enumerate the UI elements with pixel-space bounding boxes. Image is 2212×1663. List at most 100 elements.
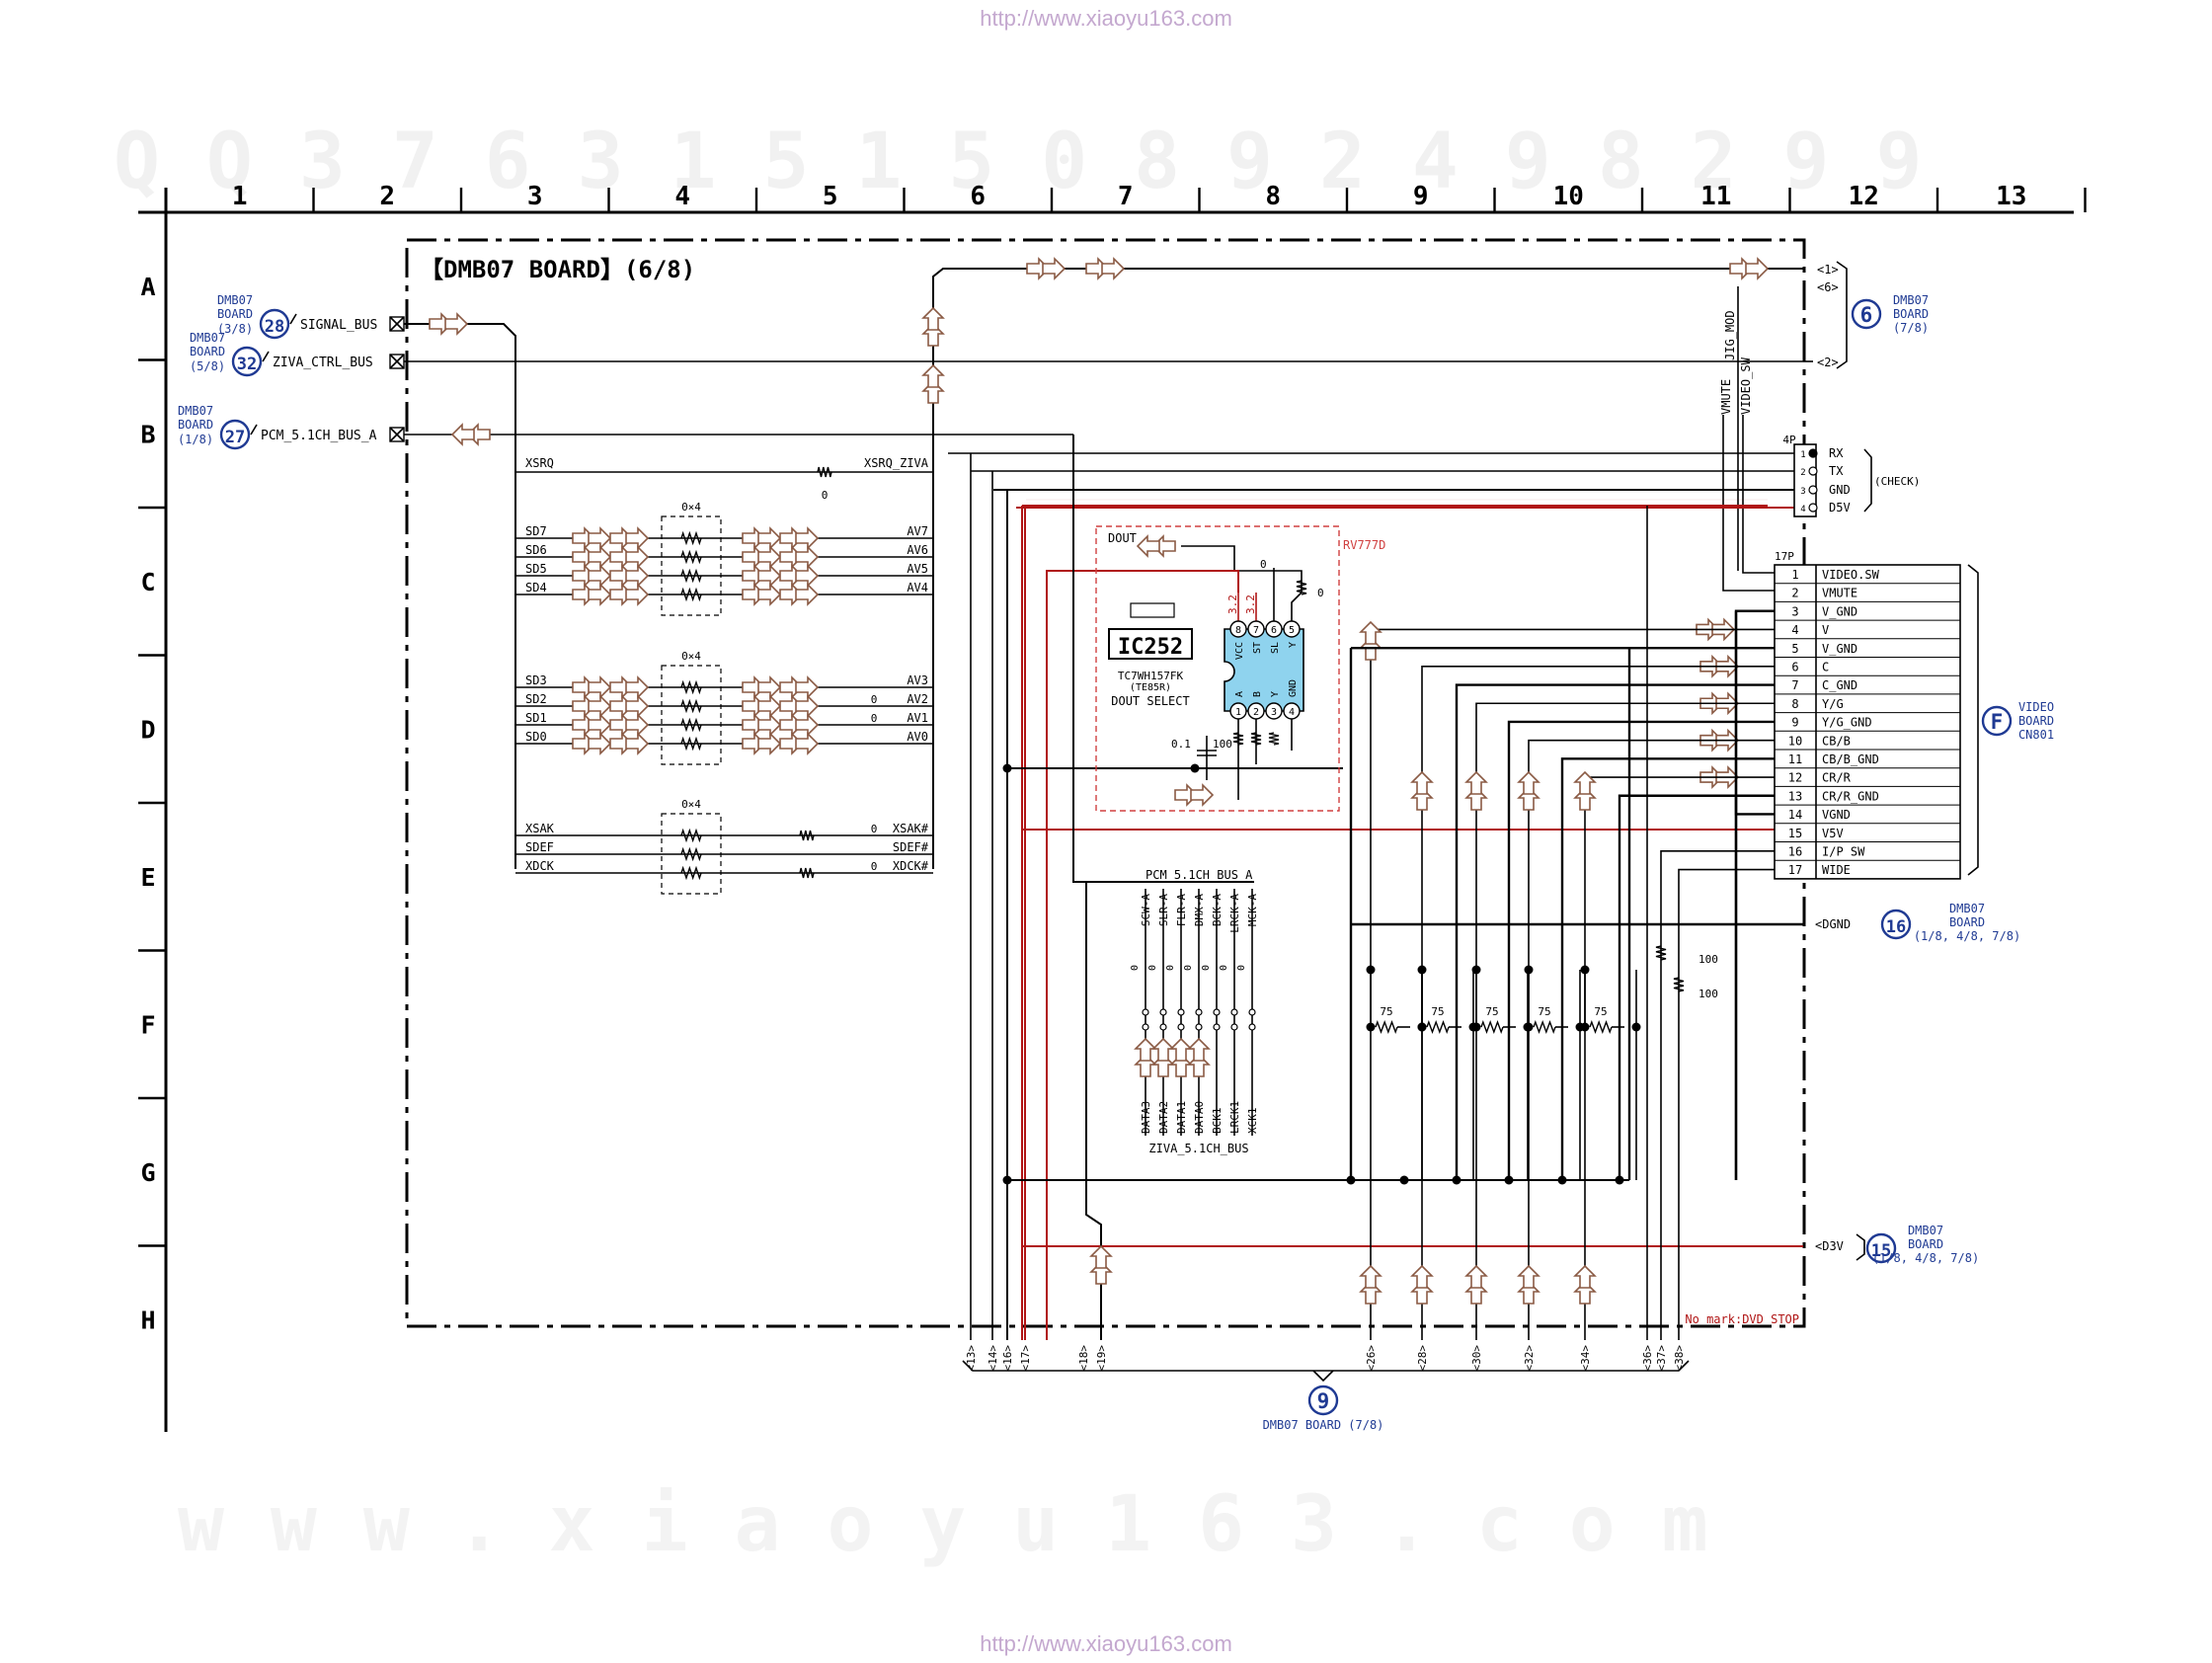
brace xyxy=(262,351,270,362)
resistor xyxy=(1589,1019,1613,1035)
resistor-value: 100 xyxy=(1698,953,1718,966)
bus-arrow xyxy=(572,713,612,737)
pcm-pad xyxy=(1230,1023,1238,1031)
bus-arrow xyxy=(1359,620,1382,661)
ziva-signal-label: DATA2 xyxy=(1157,1101,1170,1134)
pcm-pad xyxy=(1159,1023,1167,1031)
gnd-return xyxy=(1560,757,1775,1180)
signal-label: AV6 xyxy=(907,543,928,557)
ic-pin xyxy=(1229,620,1247,638)
bus-arrow-head xyxy=(625,564,650,588)
connector-board-label: DMB07 xyxy=(1949,902,1985,915)
ic-pin-name: Y xyxy=(1270,691,1281,697)
signal-label: AV4 xyxy=(907,581,928,594)
signal-label: XDCK# xyxy=(893,859,929,873)
connector-board-label: BOARD xyxy=(217,307,253,321)
pcm-pad xyxy=(1213,1023,1221,1031)
junction-dot xyxy=(1524,1022,1534,1032)
bus-arrow xyxy=(609,675,650,699)
signal-label: SDEF# xyxy=(893,840,929,854)
connector-board-label: BOARD xyxy=(1908,1237,1943,1251)
bus-arrow xyxy=(1169,1037,1193,1077)
connector-page-label: (7/8) xyxy=(1893,321,1929,335)
cn801-pin-name: Y/G_GND xyxy=(1822,716,1872,730)
row-label: D xyxy=(140,715,155,744)
resistor xyxy=(1232,732,1244,746)
bus-arrow-head xyxy=(757,713,782,737)
bus-arrow xyxy=(1026,257,1066,280)
pcm-pad xyxy=(1177,1008,1185,1016)
row-label: E xyxy=(140,863,155,892)
bus-arrow-head xyxy=(795,713,820,737)
vertical-signal-label: VIDEO_SW xyxy=(1739,356,1753,415)
resistor-value: 75 xyxy=(1431,1005,1444,1018)
resistor xyxy=(680,865,702,881)
header-pin xyxy=(1808,448,1818,458)
connector-page-label: (5/8) xyxy=(190,359,225,373)
cn801-pin-name: WIDE xyxy=(1822,863,1851,877)
gnd-return xyxy=(1734,646,1775,1180)
cn801-pin-name: C_GND xyxy=(1822,678,1857,692)
resistor-value: 0 xyxy=(1130,965,1141,971)
resistor-value: 75 xyxy=(1485,1005,1498,1018)
row-label: A xyxy=(140,273,155,301)
bus-arrow-head xyxy=(625,694,650,718)
resistor xyxy=(799,830,815,841)
ic-name: IC252 xyxy=(1118,635,1183,660)
bus-terminal-x xyxy=(389,316,405,332)
bottom-pin-label: <26> xyxy=(1365,1345,1378,1372)
bus-arrow-head xyxy=(450,423,475,446)
bus-arrow xyxy=(742,732,782,755)
resistor-value: 100 xyxy=(1698,988,1718,1000)
bus-arrow xyxy=(609,545,650,569)
connector-bubble-number: 9 xyxy=(1317,1389,1330,1413)
footer-url[interactable]: http://www.xiaoyu163.com xyxy=(980,1631,1232,1656)
bus-arrow xyxy=(1729,257,1770,280)
resistor-network-box xyxy=(661,665,722,765)
note-label: No mark:DVD STOP xyxy=(1685,1312,1799,1326)
bus-arrow xyxy=(1573,770,1597,811)
connector-signal-label: SIGNAL_BUS xyxy=(300,318,377,333)
signal-label: SD7 xyxy=(525,524,547,538)
pcm-pad xyxy=(1142,1023,1149,1031)
pcm-signal-label: SCW-A xyxy=(1140,894,1152,926)
resistor-network-label: 0×4 xyxy=(681,798,701,811)
bus-arrow-head xyxy=(588,675,612,699)
connector-board-label: VIDEO xyxy=(2018,700,2054,714)
ic-pin xyxy=(1247,702,1265,720)
board-title: 【DMB07 BOARD】(6/8) xyxy=(420,256,695,283)
signal-label: SD1 xyxy=(525,711,547,725)
bus-arrow-head xyxy=(757,732,782,755)
bus-arrow-head xyxy=(1136,534,1160,558)
column-label: 12 xyxy=(1849,182,1879,211)
ic-pin-number: 6 xyxy=(1271,625,1277,636)
ic-pin xyxy=(1265,702,1283,720)
rv777d-label: RV777D xyxy=(1343,538,1385,552)
connector-page-label: (1/8, 4/8, 7/8) xyxy=(1914,929,2020,943)
cn801-header: 17P xyxy=(1775,550,1794,563)
column-label: 8 xyxy=(1265,182,1281,211)
bus-arrow xyxy=(742,564,782,588)
bus-arrow-head xyxy=(757,564,782,588)
connector-pin-label: <D3V xyxy=(1815,1239,1844,1253)
connector-board-label: BOARD xyxy=(178,418,213,432)
bus-arrow xyxy=(1359,1264,1382,1305)
connector-bubble xyxy=(259,308,290,340)
bus-arrow xyxy=(921,363,945,404)
bus-arrow-head xyxy=(588,713,612,737)
resistor xyxy=(1655,945,1667,961)
ic-pin-number: 7 xyxy=(1253,625,1259,636)
bus-arrow-head xyxy=(625,545,650,569)
bottom-pin-label: <16> xyxy=(1001,1345,1014,1372)
bus-arrow xyxy=(572,545,612,569)
bus-arrow xyxy=(1410,1264,1434,1305)
ic-part: TC7WH157FK xyxy=(1118,670,1184,682)
ic-pin-name: A xyxy=(1234,691,1245,697)
bottom-pin-label: <13> xyxy=(965,1345,978,1372)
header-url[interactable]: http://www.xiaoyu163.com xyxy=(980,6,1232,31)
bus-arrow-head xyxy=(1190,783,1215,807)
resistor xyxy=(680,530,702,546)
bus-arrow-head xyxy=(1573,1264,1597,1289)
